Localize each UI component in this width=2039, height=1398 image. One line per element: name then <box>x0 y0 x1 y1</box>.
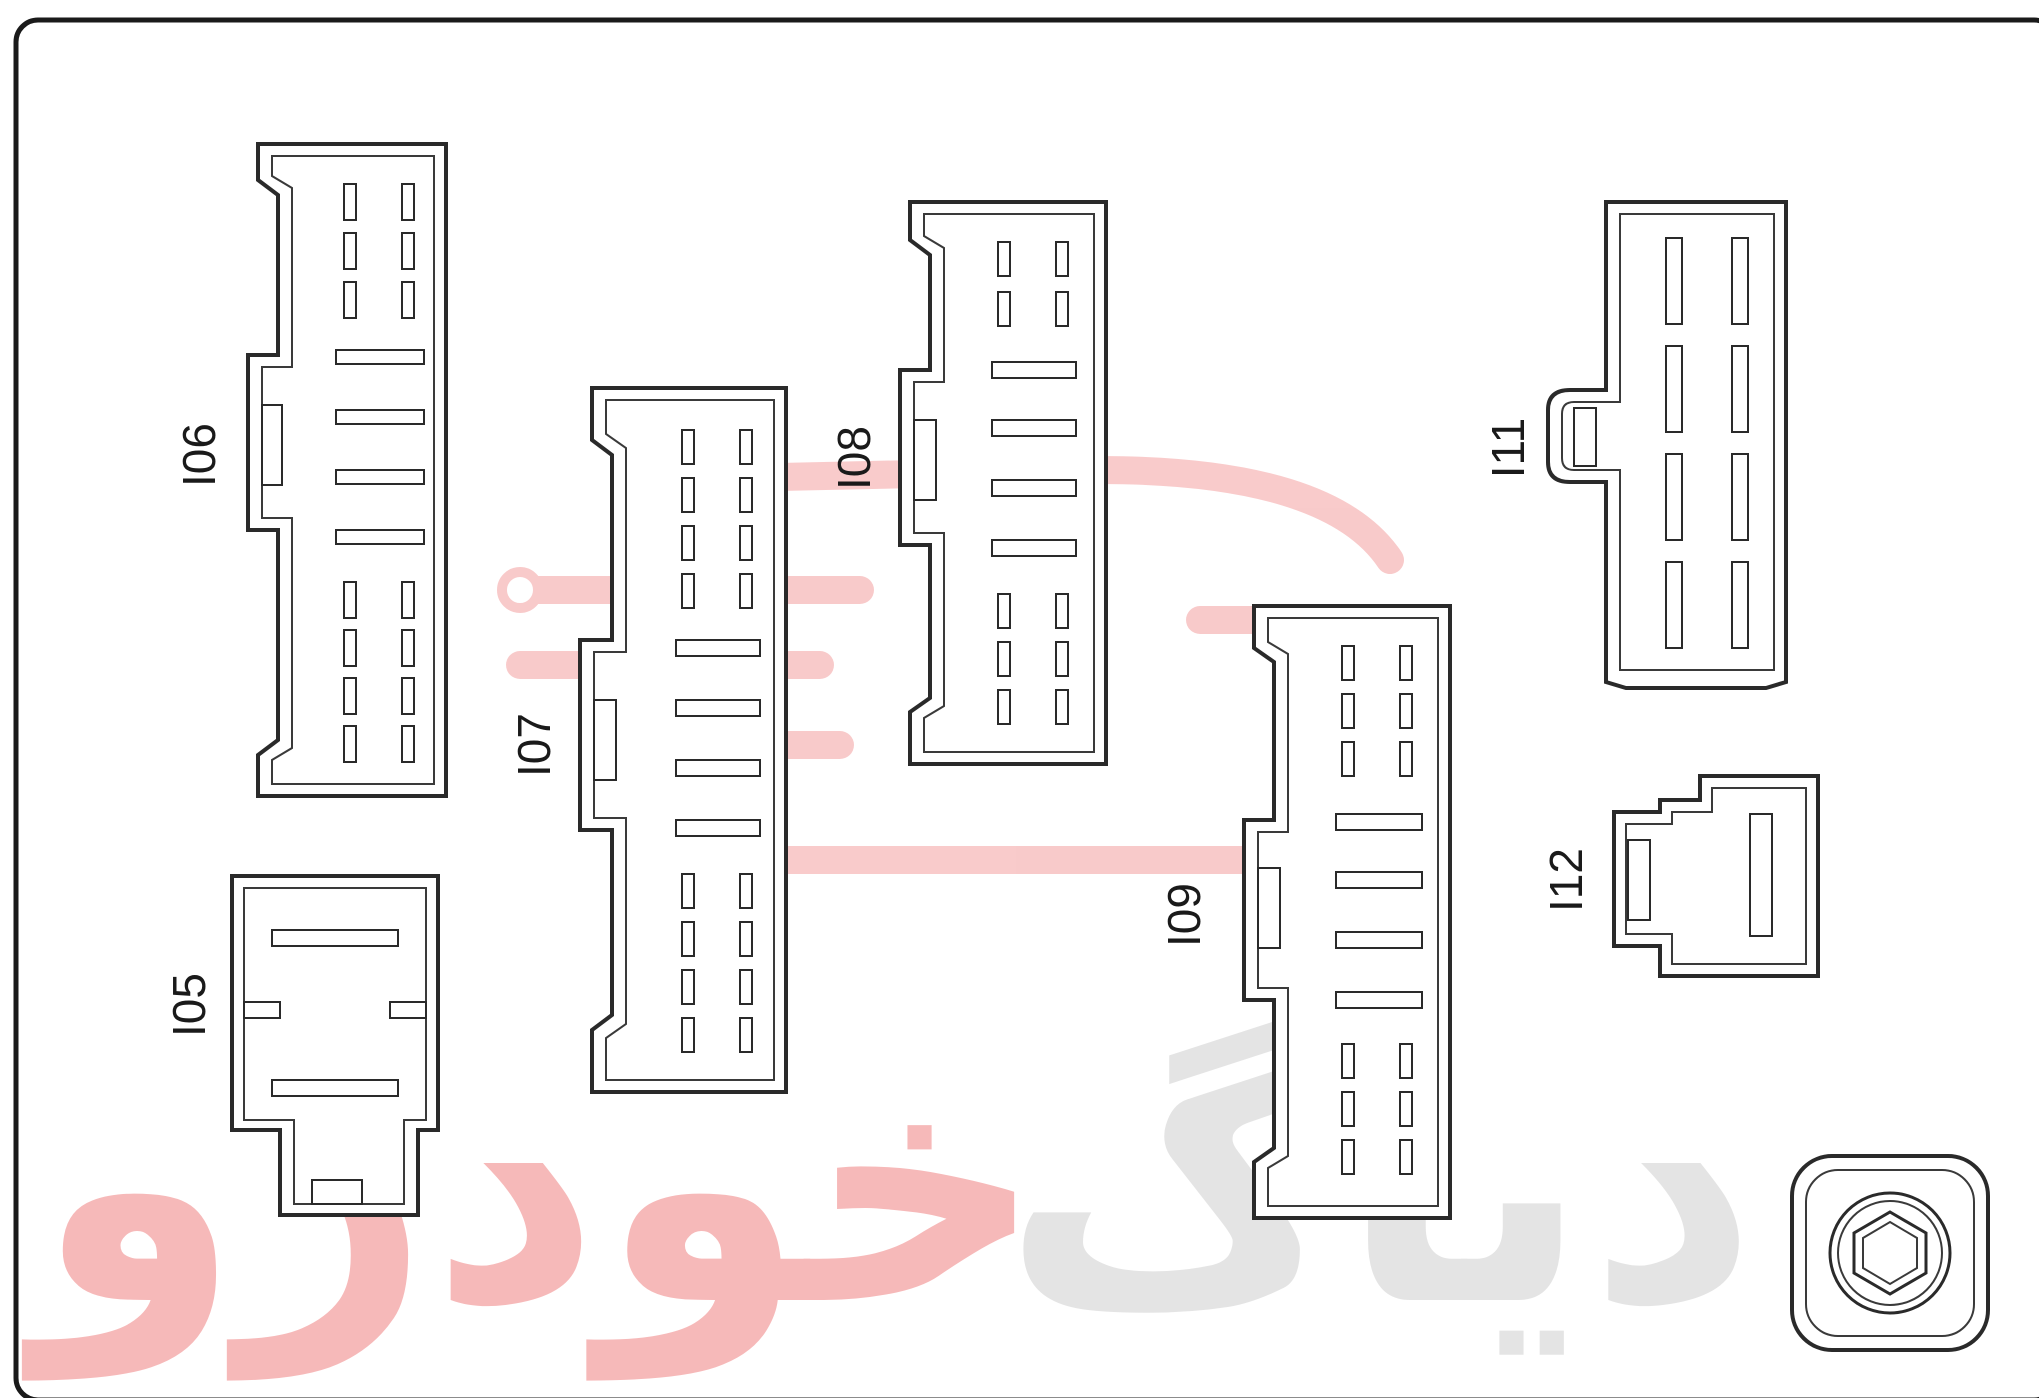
connector-i06: I06 <box>173 142 448 798</box>
connector-label-i07: I07 <box>508 713 560 777</box>
latch-icon <box>593 699 617 781</box>
connector-label-i05: I05 <box>163 973 215 1037</box>
connector-label-i11: I11 <box>1482 418 1534 479</box>
latch-icon <box>261 404 283 486</box>
latch-icon <box>1627 839 1651 921</box>
connector-i12: I12 <box>1540 774 1820 978</box>
bolt-icon <box>1790 1154 1990 1352</box>
connector-i09: I09 <box>1158 604 1452 1220</box>
connector-label-i06: I06 <box>173 423 225 487</box>
latch-icon <box>913 419 937 501</box>
connector-i07: I07 <box>508 386 788 1094</box>
connector-label-i12: I12 <box>1540 848 1592 912</box>
connector-i08: I08 <box>828 200 1108 766</box>
connector-label-i09: I09 <box>1158 883 1210 947</box>
latch-icon <box>1257 867 1281 949</box>
latch-icon <box>311 1179 363 1205</box>
connector-i05: I05 <box>163 874 440 1217</box>
connector-label-i08: I08 <box>828 426 880 490</box>
watermark-dot-icon <box>497 567 543 613</box>
watermark-text-primary: خودرو <box>20 994 1045 1383</box>
latch-icon <box>1573 407 1597 467</box>
connector-i11: I11 <box>1482 200 1788 690</box>
